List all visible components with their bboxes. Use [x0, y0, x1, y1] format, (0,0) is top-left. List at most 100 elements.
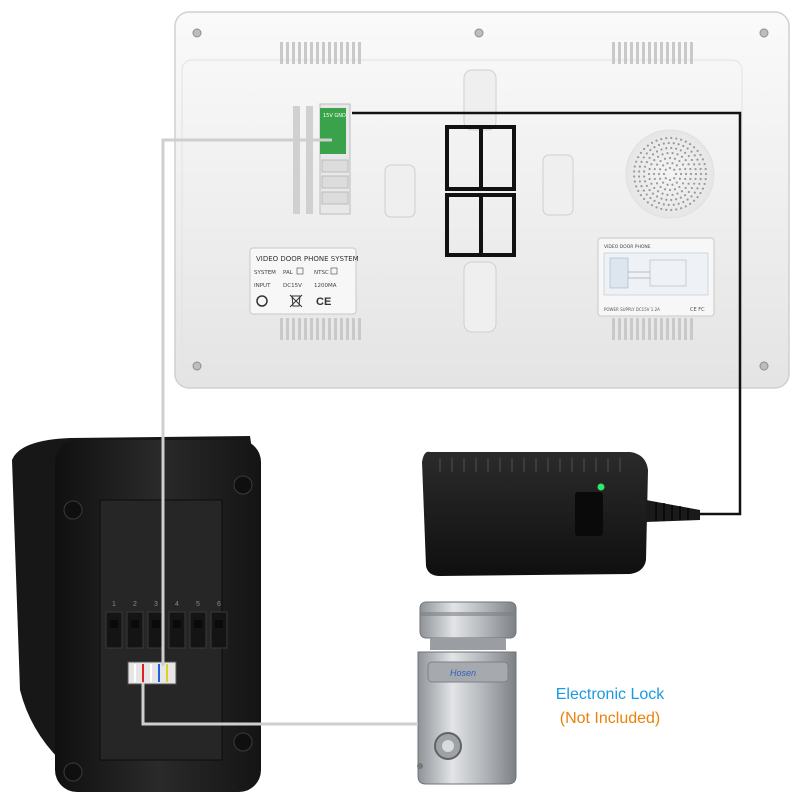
speaker-hole	[683, 151, 687, 154]
monitor-vents	[280, 42, 693, 340]
speaker-hole	[668, 156, 672, 160]
vent-slot	[642, 42, 645, 64]
adapter-body	[422, 451, 648, 576]
speaker-hole	[693, 154, 696, 157]
vent-slot	[310, 318, 313, 340]
speaker-hole	[653, 199, 656, 202]
speaker-hole	[694, 167, 697, 171]
speaker-hole	[662, 203, 665, 206]
speaker-hole	[684, 172, 688, 176]
terminal-number: 1	[112, 601, 116, 608]
speaker-hole	[703, 182, 706, 186]
speaker-hole	[670, 146, 673, 150]
speaker-hole	[704, 167, 707, 171]
speaker-hole	[666, 162, 669, 165]
speaker-hole	[645, 160, 648, 164]
adapter-ribs	[439, 458, 621, 472]
vent-slot	[690, 42, 693, 64]
speaker-hole	[660, 207, 663, 211]
vent-slot	[352, 318, 355, 340]
speaker-hole	[649, 196, 652, 200]
lock-caption-title: Electronic Lock	[555, 686, 665, 703]
speaker-hole	[668, 188, 672, 192]
vent-slot	[672, 318, 675, 340]
vent-slot	[612, 42, 615, 64]
lock-brand: Hosen	[450, 668, 476, 678]
lock-wire	[141, 682, 418, 726]
speaker-hole	[662, 172, 666, 176]
speaker-hole	[687, 154, 690, 158]
vent-slot	[618, 42, 621, 64]
speaker-hole	[655, 206, 658, 209]
speaker-hole	[667, 203, 670, 207]
speaker-hole	[672, 142, 675, 145]
speaker-hole	[653, 158, 656, 162]
speaker-hole	[637, 189, 640, 193]
terminal-screw	[173, 620, 181, 628]
vent-slot	[286, 318, 289, 340]
speaker-hole	[680, 155, 684, 158]
speaker-hole	[639, 194, 642, 197]
speaker-hole	[665, 198, 668, 201]
speaker-hole	[689, 172, 693, 176]
screw-icon	[233, 732, 253, 752]
speaker-hole	[693, 163, 696, 166]
vent-slot	[346, 42, 349, 64]
vent-slot	[352, 42, 355, 64]
speaker-hole	[704, 177, 707, 181]
speaker-hole	[645, 184, 648, 188]
speaker-hole	[658, 168, 662, 171]
vent-slot	[630, 318, 633, 340]
speaker-grille	[625, 129, 715, 219]
screw-icon	[759, 361, 769, 371]
speaker-hole	[653, 167, 656, 171]
speaker-hole	[703, 162, 706, 166]
speaker-hole	[678, 185, 681, 189]
speaker-hole	[648, 177, 651, 181]
speaker-hole	[699, 191, 702, 195]
terminal-number: 5	[196, 601, 200, 608]
connector-wires	[134, 664, 168, 682]
vent-slot	[346, 318, 349, 340]
speaker-hole	[680, 138, 683, 141]
speaker-hole	[670, 136, 673, 140]
speaker-hole	[642, 156, 645, 159]
speaker-hole	[676, 153, 679, 156]
vent-slot	[298, 42, 301, 64]
speaker-hole	[653, 146, 656, 149]
vent-slot	[286, 42, 289, 64]
recycle-icon	[256, 295, 268, 307]
speaker-hole	[663, 188, 667, 191]
screw-icon	[63, 762, 83, 782]
speaker-hole	[662, 164, 665, 167]
vent-slot	[666, 318, 669, 340]
speaker-hole	[655, 182, 659, 185]
speaker-hole	[701, 158, 704, 161]
speaker-hole	[646, 201, 649, 204]
speaker-hole	[696, 187, 699, 190]
speaker-hole	[648, 156, 651, 160]
speaker-hole	[650, 182, 653, 185]
speaker-hole	[666, 193, 669, 196]
speaker-hole	[651, 192, 655, 195]
speaker-hole	[704, 172, 708, 176]
speaker-hole	[656, 155, 660, 158]
camera-terminal	[210, 611, 228, 649]
speaker-hole	[643, 175, 646, 178]
speaker-hole	[701, 187, 704, 190]
wires	[141, 111, 742, 726]
speaker-hole	[684, 205, 687, 208]
label-voltage: DC15V	[283, 283, 302, 289]
vent-slot	[630, 42, 633, 64]
screw-icon	[63, 500, 83, 520]
speaker-hole	[632, 175, 636, 178]
speaker-hole	[675, 208, 678, 211]
speaker-hole	[660, 137, 663, 141]
wiring-power: POWER SUPPLY DC15V 1.2A	[604, 307, 660, 312]
monitor-back-panel	[181, 59, 743, 373]
vent-slot	[292, 42, 295, 64]
camera-terminal	[105, 611, 123, 649]
speaker-hole	[687, 190, 690, 194]
speaker-hole	[684, 167, 687, 171]
